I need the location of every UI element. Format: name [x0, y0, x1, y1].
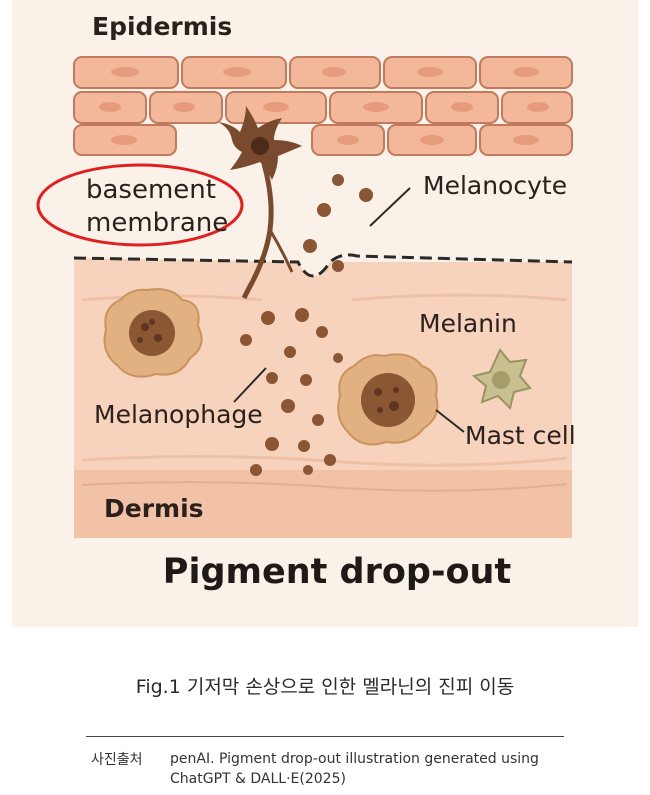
- dermis-fiber: [81, 481, 568, 492]
- illustration-panel: Epidermis basement membrane Melanocyte M…: [12, 0, 638, 627]
- dermis-label: Dermis: [104, 494, 204, 523]
- skin-diagram: [36, 56, 573, 538]
- figure-caption: Fig.1 기저막 손상으로 인한 멜라닌의 진피 이동: [135, 676, 515, 698]
- mast-cell-pointer: [435, 409, 465, 433]
- highlight-ring: [36, 163, 244, 247]
- melanophage-pointer: [233, 367, 267, 403]
- dermis-lower-layer: [74, 470, 572, 538]
- melanophage-cell: [103, 288, 203, 378]
- mast-cell-label: Mast cell: [465, 421, 576, 450]
- melanin-label: Melanin: [419, 309, 517, 338]
- dermis-fiber: [351, 293, 568, 302]
- basement-membrane-label: basement membrane: [86, 174, 228, 240]
- caption-divider: [86, 736, 564, 737]
- melanin-granules: [240, 174, 373, 476]
- dermis-fiber: [81, 454, 568, 467]
- melanophage-label: Melanophage: [94, 400, 263, 429]
- epidermal-nuclei: [99, 67, 549, 145]
- diagram-title: Pigment drop-out: [162, 552, 512, 592]
- melanocyte-label: Melanocyte: [423, 171, 568, 200]
- melanophage-cell: [337, 353, 439, 446]
- basement-membrane-label-line2: membrane: [86, 208, 229, 238]
- melanocyte-cell: [218, 106, 302, 300]
- epidermis-label: Epidermis: [92, 12, 233, 41]
- source-label: 사진출처: [91, 752, 143, 768]
- melanocyte-pointer: [369, 187, 411, 227]
- source-text: penAI. Pigment drop-out illustration gen…: [170, 751, 539, 787]
- basement-membrane-label-line1: basement: [86, 175, 216, 205]
- basement-membrane-line: [73, 253, 573, 278]
- mast-cell: [471, 348, 532, 410]
